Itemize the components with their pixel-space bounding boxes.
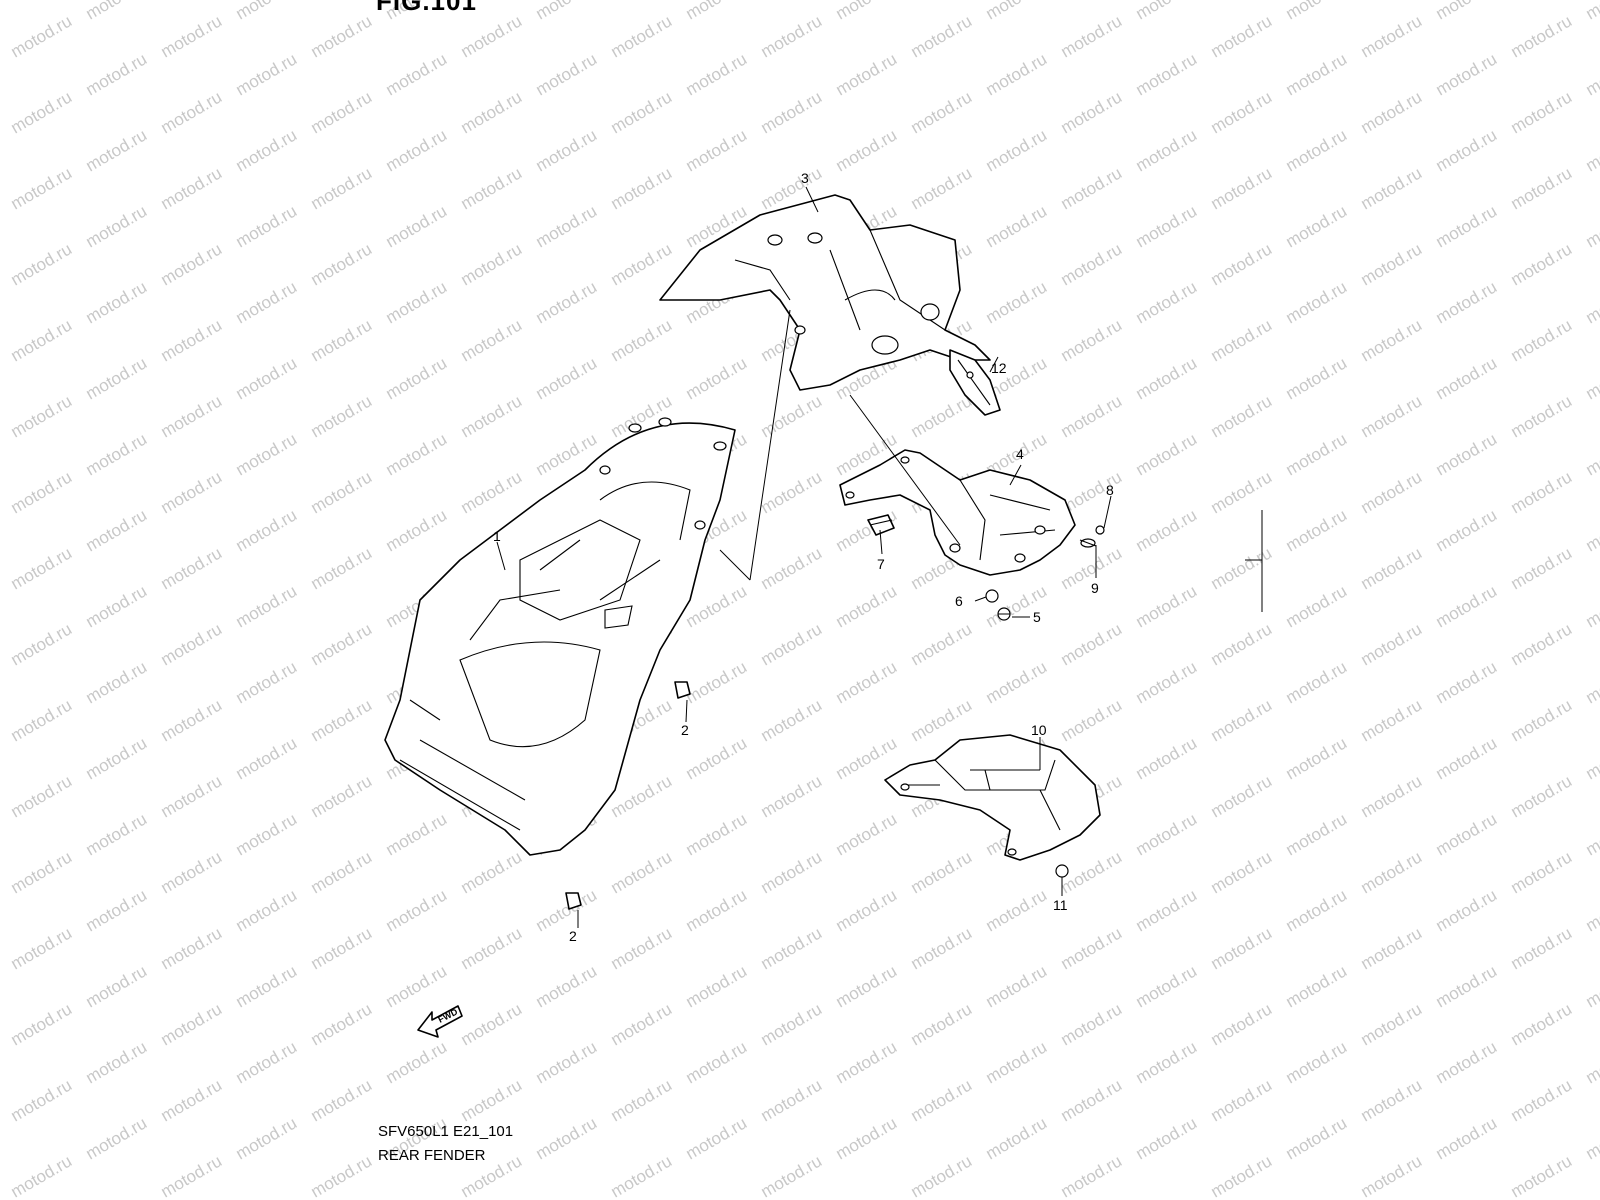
part-10-lower-bracket <box>884 734 1101 861</box>
callout-10: 10 <box>1031 722 1047 738</box>
leader-lines <box>496 186 1263 928</box>
callout-2b: 2 <box>569 928 577 944</box>
section-name: REAR FENDER <box>378 1147 486 1164</box>
callout-5: 5 <box>1033 609 1041 625</box>
callout-4: 4 <box>1016 446 1024 462</box>
callout-11: 11 <box>1053 897 1068 913</box>
callout-12: 12 <box>991 360 1007 376</box>
figure-label: FIG.101 <box>376 0 477 16</box>
callout-2a: 2 <box>681 722 689 738</box>
part-3-tail-bracket <box>659 194 991 391</box>
callout-7: 7 <box>877 556 885 572</box>
part-12-bracket <box>949 349 1001 416</box>
part-7-grommet <box>867 514 895 536</box>
part-4-bracket <box>839 449 1076 576</box>
fwd-arrow-icon <box>417 1005 463 1038</box>
callout-8: 8 <box>1106 482 1114 498</box>
fasteners <box>565 525 1105 910</box>
part-1-rear-fender <box>384 417 736 856</box>
callout-9: 9 <box>1091 580 1099 596</box>
model-code: SFV650L1 E21_101 <box>378 1123 514 1140</box>
callout-3: 3 <box>801 170 809 186</box>
callout-6: 6 <box>955 593 963 609</box>
callout-1: 1 <box>493 528 501 544</box>
